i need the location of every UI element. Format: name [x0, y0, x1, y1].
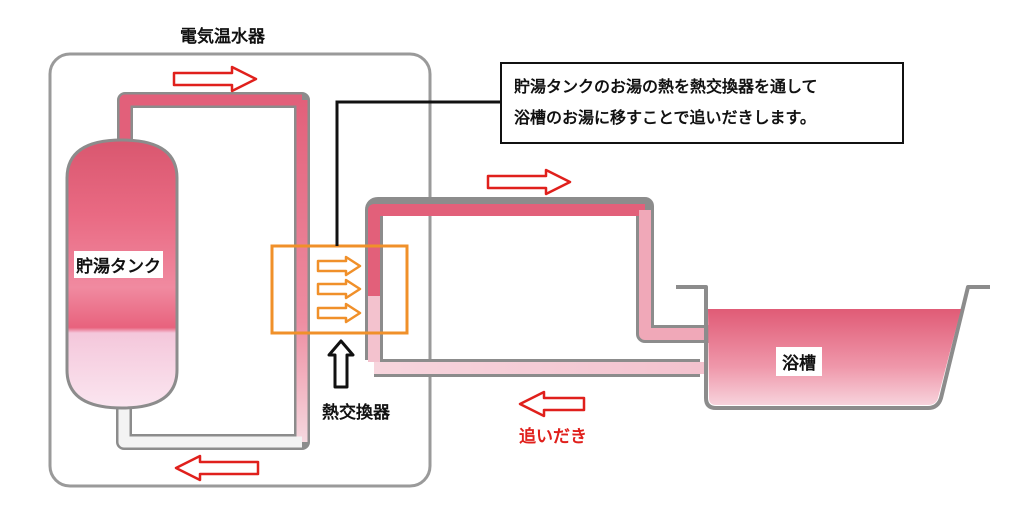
bathtub-circuit-pipe	[365, 197, 710, 377]
flow-arrow-right	[172, 65, 258, 93]
heat-transfer-arrows	[316, 255, 362, 324]
heat-exchanger-label: 熱交換器	[322, 403, 390, 423]
up-arrow-icon	[327, 339, 355, 389]
reheat-label: 追いだき	[519, 427, 587, 447]
heat-arrow-right	[316, 302, 362, 324]
flow-arrow-left	[174, 454, 260, 482]
bathtub-label: 浴槽	[776, 347, 822, 376]
bathtub	[676, 285, 990, 410]
heat-arrow-right	[316, 255, 362, 277]
water-heater-housing	[48, 52, 432, 488]
water-heater-title: 電気温水器	[180, 27, 265, 47]
callout-leader	[335, 100, 500, 246]
flow-arrow-right	[486, 168, 572, 196]
bathtub-water	[708, 309, 961, 405]
heat-arrow-right	[316, 278, 362, 300]
explanation-callout: 貯湯タンクのお湯の熱を熱交換器を通して 浴槽のお湯に移すことで追いだきします。	[500, 62, 904, 144]
tank-circuit-pipe	[116, 92, 310, 450]
callout-line-2: 浴槽のお湯に移すことで追いだきします。	[514, 108, 816, 127]
heat-exchanger-box	[270, 244, 409, 335]
flow-arrow-left	[518, 390, 586, 418]
callout-line-1: 貯湯タンクのお湯の熱を熱交換器を通して	[514, 77, 818, 96]
storage-tank-label: 貯湯タンク	[74, 251, 163, 278]
